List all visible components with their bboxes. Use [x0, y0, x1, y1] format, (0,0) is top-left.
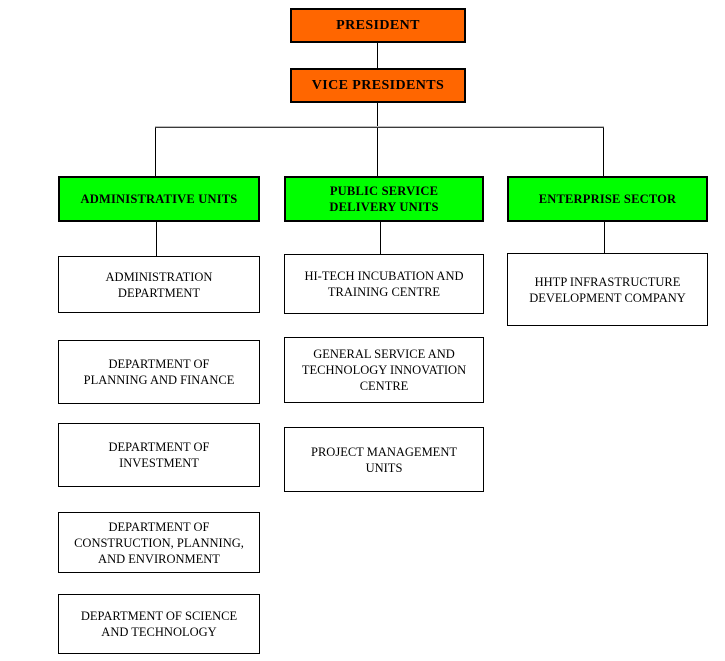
- connector-enterprise-children: [604, 222, 605, 253]
- connector-drop-middle: [377, 128, 378, 176]
- node-general-service-tech-innovation-centre: GENERAL SERVICE AND TECHNOLOGY INNOVATIO…: [284, 337, 484, 403]
- connector-psdu-children: [380, 222, 381, 254]
- node-dept-investment: DEPARTMENT OF INVESTMENT: [58, 423, 260, 487]
- connector-president-vp: [377, 43, 378, 68]
- connector-drop-left: [155, 128, 156, 176]
- node-project-management-units: PROJECT MANAGEMENT UNITS: [284, 427, 484, 492]
- node-dept-planning-finance: DEPARTMENT OF PLANNING AND FINANCE: [58, 340, 260, 404]
- node-dept-science-technology: DEPARTMENT OF SCIENCE AND TECHNOLOGY: [58, 594, 260, 654]
- node-administration-department: ADMINISTRATION DEPARTMENT: [58, 256, 260, 313]
- connector-vp-trunk: [377, 103, 378, 127]
- node-hitech-incubation-training-centre: HI-TECH INCUBATION AND TRAINING CENTRE: [284, 254, 484, 314]
- node-enterprise-sector: ENTERPRISE SECTOR: [507, 176, 708, 222]
- node-vice-presidents: VICE PRESIDENTS: [290, 68, 466, 103]
- connector-drop-right: [603, 128, 604, 176]
- node-administrative-units: ADMINISTRATIVE UNITS: [58, 176, 260, 222]
- node-public-service-delivery-units: PUBLIC SERVICE DELIVERY UNITS: [284, 176, 484, 222]
- node-president: PRESIDENT: [290, 8, 466, 43]
- connector-admin-units-children: [156, 222, 157, 256]
- connector-branch-bus: [155, 126, 604, 128]
- node-dept-construction-planning-environment: DEPARTMENT OF CONSTRUCTION, PLANNING, AN…: [58, 512, 260, 573]
- node-hhtp-infrastructure-development-company: HHTP INFRASTRUCTURE DEVELOPMENT COMPANY: [507, 253, 708, 326]
